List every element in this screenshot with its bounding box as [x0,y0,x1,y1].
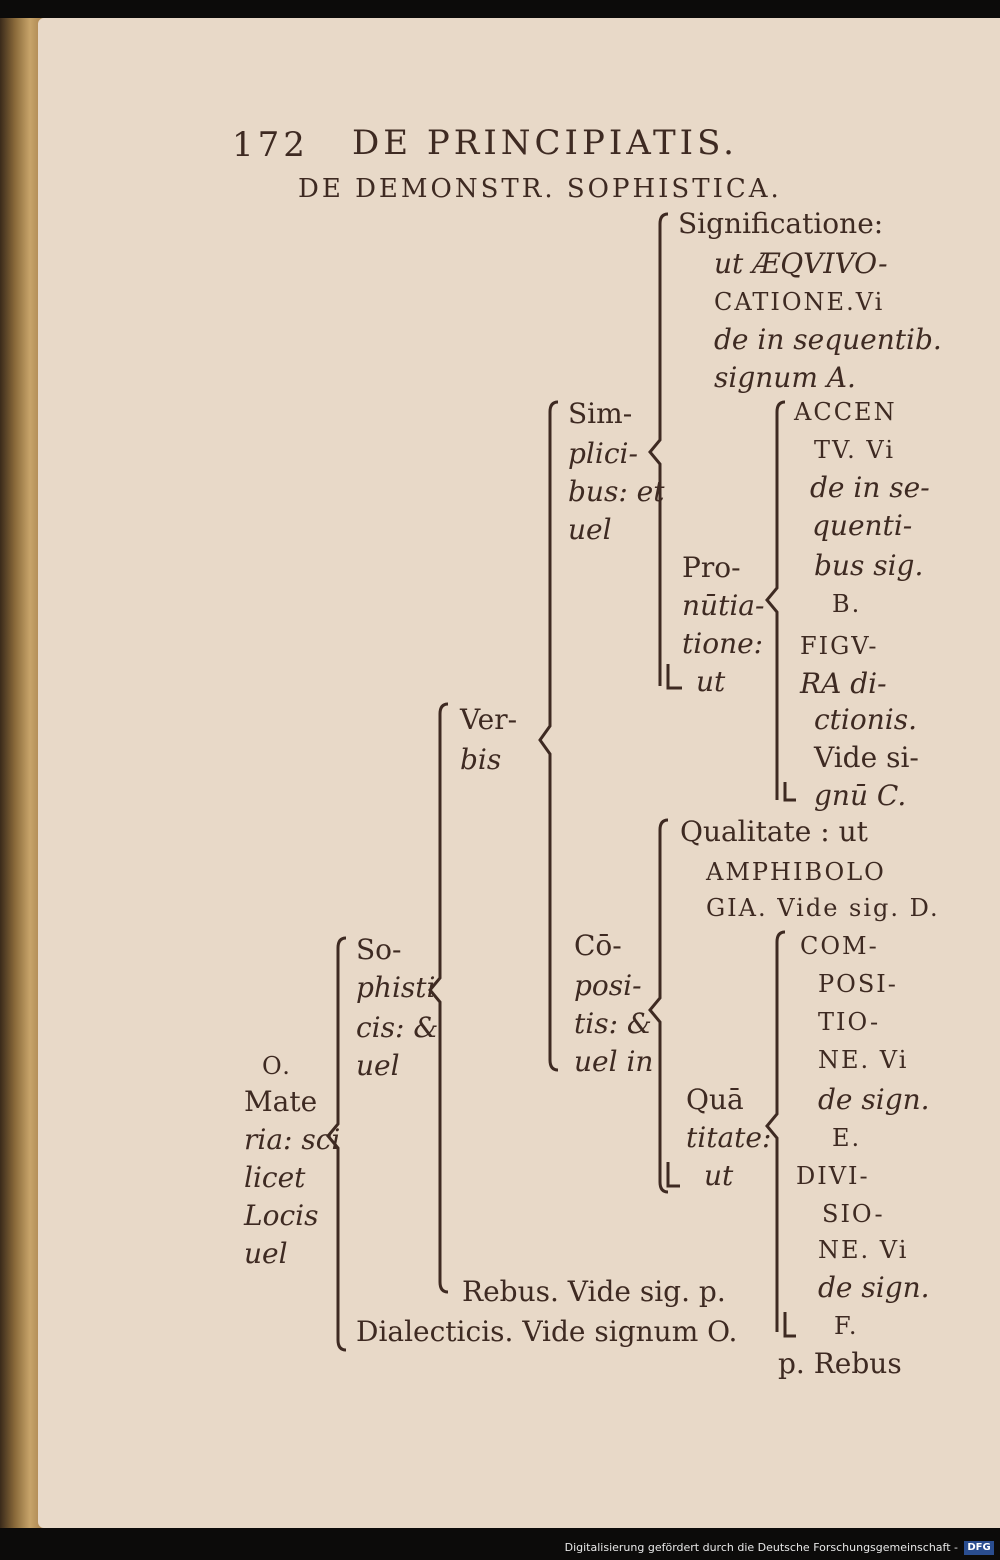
bracket-verbis [538,400,559,1072]
footer-bar: Digitalisierung gefördert durch die Deut… [0,1528,1000,1560]
node-rebus: Rebus. Vide sig. p. [462,1275,726,1308]
node-sophisticis-line: phisti [356,971,436,1004]
dfg-logo: DFG [964,1541,994,1555]
node-materia-line: Locis [244,1199,319,1232]
node-accentu-line: bus sig. [814,549,924,582]
node-divisione-line: de sign. [818,1271,930,1304]
node-accentu: ACCEN [794,398,897,426]
node-figura-line: RA di- [800,667,887,700]
node-compositione-line: POSI- [818,970,898,998]
node-simplicibus-line: bus: et [568,475,665,508]
node-dialecticis: Dialecticis. Vide signum O. [356,1315,738,1348]
node-sophisticis-line: uel [356,1049,400,1082]
node-divisione-line: SIO- [822,1200,885,1228]
catchword: p. Rebus [778,1347,902,1380]
node-materia: Mate [244,1085,318,1118]
node-significatione-line: CATIONE.Vi [714,288,885,316]
node-simplicibus-line: plici- [568,437,638,470]
node-quantitate: Quā [686,1083,744,1116]
node-accentu-line: quenti- [812,509,913,542]
bracket-sophisticis [428,702,449,1294]
node-pronuntiatione: Pro- [682,551,741,584]
node-qualitate: Qualitate : ut [680,815,868,848]
node-pronuntiatione-line: ut [696,665,726,698]
bracket-simplicibus [648,212,669,686]
node-figura: FIGV- [800,632,879,660]
section-title: DE DEMONSTR. SOPHISTICA. [298,174,782,204]
node-simplicibus: Sim- [568,397,633,430]
node-pronuntiatione-line: nūtia- [682,589,765,622]
node-quantitate-line: titate: [686,1121,772,1154]
node-simplicibus-line: uel [568,513,612,546]
node-accentu-line: TV. Vi [814,436,895,464]
node-materia-line: ria: sci [244,1123,341,1156]
node-materia-line: uel [244,1237,288,1270]
bracket-materia [326,936,347,1352]
node-significatione: Significatione: [678,207,884,240]
bracket-pronuntiatione [765,400,786,800]
node-accentu-line: de in se- [810,471,930,504]
node-divisione-line: NE. Vi [818,1236,909,1264]
node-compositione: COM- [800,932,879,960]
node-verbis-line: bis [460,743,502,776]
node-compositione-line: de sign. [818,1083,930,1116]
running-title: DE PRINCIPIATIS. [352,123,738,163]
node-significatione-line: signum A. [714,361,856,394]
node-compositione-line: TIO- [818,1008,881,1036]
node-compositis-line: posi- [574,969,642,1002]
node-pronuntiatione-line: tione: [682,627,764,660]
node-compositis: Cō- [574,929,622,962]
node-divisione: DIVI- [796,1162,870,1190]
bracket-compositis [648,818,669,1194]
node-quantitate-line: ut [704,1159,734,1192]
node-divisione-line: F. [834,1312,859,1340]
node-qualitate-line: AMPHIBOLO [706,858,886,886]
node-compositione-line: E. [832,1124,862,1152]
node-compositis-line: tis: & [574,1007,652,1040]
node-figura-line: ctionis. [814,703,918,736]
node-sophisticis-line: cis: & [356,1011,439,1044]
node-significatione-line: de in sequentib. [714,323,942,356]
node-materia-line: licet [244,1161,306,1194]
node-accentu-line: B. [832,590,862,618]
node-qualitate-line: GIA. Vide sig. D. [706,894,940,922]
node-figura-line: gnū C. [814,779,907,812]
node-significatione-line: ut ÆQVIVO- [714,247,888,280]
page-number: 172 [232,125,309,165]
node-materia-label: O. [262,1052,292,1080]
node-verbis: Ver- [460,703,518,736]
footer-credit: Digitalisierung gefördert durch die Deut… [564,1541,958,1554]
node-figura-line: Vide si- [814,741,919,774]
node-compositis-line: uel in [574,1045,654,1078]
bracket-quantitate [765,930,786,1332]
node-sophisticis: So- [356,933,402,966]
node-compositione-line: NE. Vi [818,1046,909,1074]
book-page [38,18,1000,1528]
